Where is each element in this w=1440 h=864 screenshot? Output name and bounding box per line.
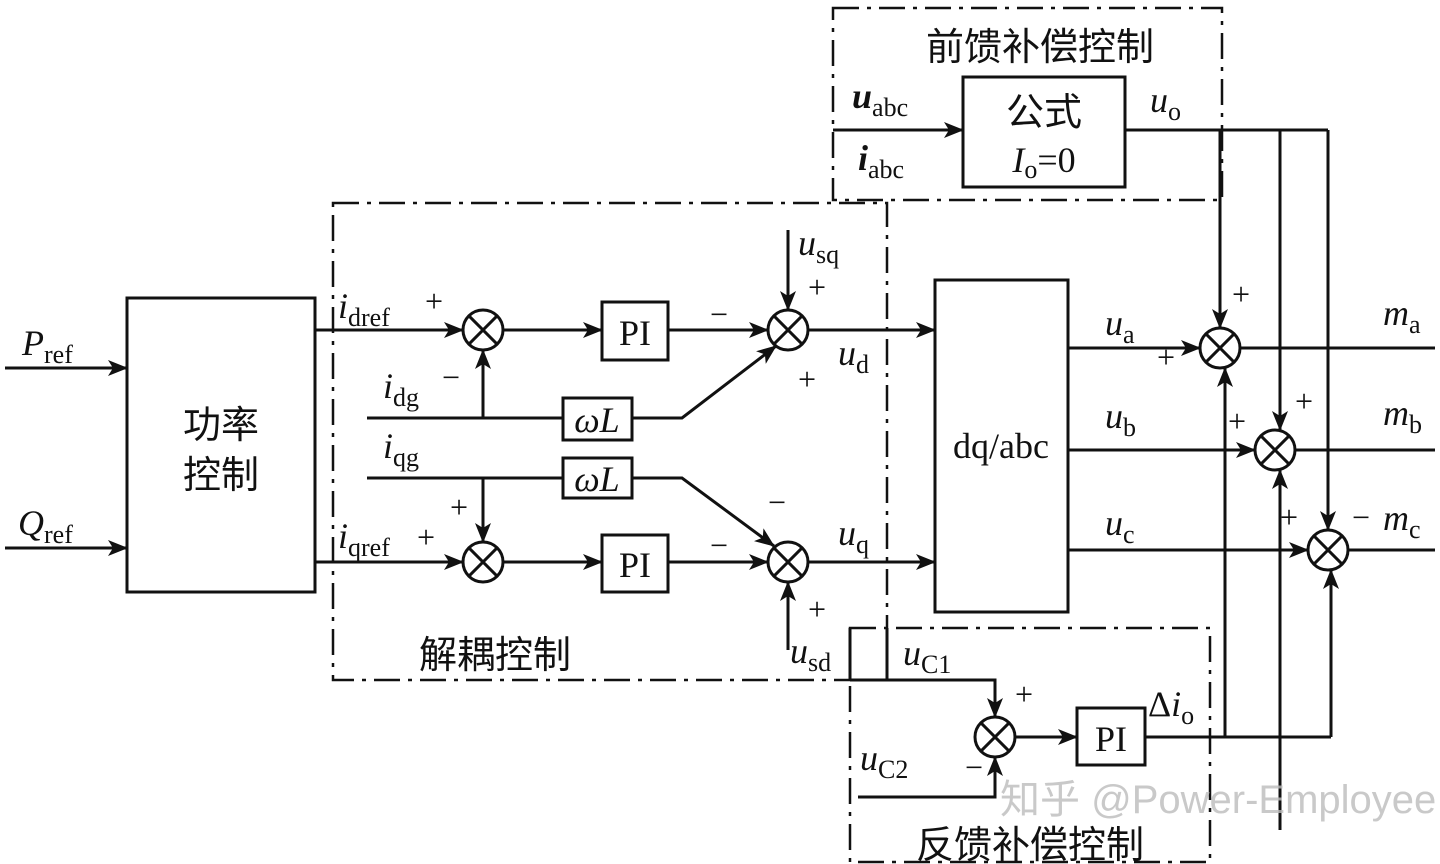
svg-text:dq/abc: dq/abc [953, 426, 1049, 466]
feedback-title: 反馈补偿控制 [916, 825, 1144, 864]
plus-sign: + [1232, 276, 1250, 312]
label-delta-i-o: Δio [1148, 684, 1194, 730]
signal-labels: Pref Qref idref iqref idg iqg usq usd ud… [18, 76, 1422, 784]
power-control-block: 功率 控制 [125, 296, 317, 594]
summing-junction [461, 540, 505, 584]
label-u-q: uq [838, 513, 869, 559]
plus-sign: + [417, 519, 435, 555]
svg-text:ωL: ωL [574, 459, 619, 499]
summing-junctions [461, 308, 1350, 759]
svg-text:PI: PI [1095, 719, 1127, 759]
plus-sign: + [1295, 383, 1313, 419]
label-q-ref: Qref [18, 503, 73, 549]
plus-sign: + [1015, 676, 1033, 712]
pi-block-d: PI [600, 300, 670, 362]
plus-sign: + [808, 591, 826, 627]
dq-abc-block: dq/abc [933, 278, 1070, 614]
power-control-label-1: 功率 [183, 405, 259, 447]
omega-l-block-2: ωL [561, 456, 634, 500]
label-u-o: uo [1150, 80, 1181, 126]
label-m-b: mb [1383, 393, 1422, 439]
label-i-abc: iabc [858, 138, 904, 184]
plus-sign: + [798, 361, 816, 397]
summing-junction [461, 308, 505, 352]
label-m-a: ma [1383, 293, 1421, 339]
wires [5, 122, 1435, 830]
label-p-ref: Pref [21, 323, 73, 369]
plus-sign: + [1280, 499, 1298, 535]
label-u-c: uc [1105, 503, 1135, 549]
label-i-dg: idg [383, 366, 419, 412]
label-u-b: ub [1105, 396, 1136, 442]
summing-junction [973, 715, 1017, 759]
label-u-sd: usd [790, 631, 831, 677]
pi-block-feedback: PI [1075, 706, 1147, 767]
svg-text:ωL: ωL [574, 400, 619, 440]
summing-junction [1198, 326, 1242, 370]
minus-sign: − [710, 527, 728, 563]
feedforward-region [831, 6, 1224, 202]
plus-sign: + [450, 489, 468, 525]
signs: + − + + − − + − + + + + + + + − + − [417, 269, 1370, 785]
decoupling-region [331, 201, 889, 682]
watermark: 知乎 @Power-Employee [1000, 778, 1436, 822]
summing-junction [1306, 528, 1350, 572]
plus-sign: + [1228, 403, 1246, 439]
pi-block-q: PI [600, 533, 670, 594]
label-i-dref: idref [338, 286, 390, 332]
minus-sign: − [710, 296, 728, 332]
svg-text:PI: PI [619, 545, 651, 585]
svg-text:公式: 公式 [1006, 92, 1082, 134]
summing-junction [766, 308, 810, 352]
plus-sign: + [1157, 339, 1175, 375]
label-u-c1: uC1 [903, 633, 951, 679]
label-i-qref: iqref [338, 516, 390, 562]
plus-sign: + [425, 283, 443, 319]
svg-text:PI: PI [619, 313, 651, 353]
minus-sign: − [1352, 499, 1370, 535]
summing-junction [766, 540, 810, 584]
feedback-region [848, 626, 1212, 864]
minus-sign: − [965, 749, 983, 785]
plus-sign: + [808, 269, 826, 305]
power-control-label-2: 控制 [183, 455, 259, 497]
minus-sign: − [768, 484, 786, 520]
feedforward-title: 前馈补偿控制 [926, 27, 1154, 69]
label-u-c2: uC2 [860, 738, 908, 784]
label-i-qg: iqg [383, 426, 419, 472]
label-u-abc: uabc [852, 76, 908, 122]
label-u-d: ud [838, 333, 869, 379]
decoupling-title: 解耦控制 [419, 635, 571, 677]
svg-text:Io=0: Io=0 [1011, 140, 1075, 184]
formula-block: 公式 Io=0 [961, 75, 1127, 189]
summing-junction [1253, 428, 1297, 472]
label-m-c: mc [1383, 498, 1421, 544]
label-u-sq: usq [798, 223, 839, 269]
omega-l-block-1: ωL [561, 396, 634, 442]
label-u-a: ua [1105, 303, 1135, 349]
minus-sign: − [442, 359, 460, 395]
